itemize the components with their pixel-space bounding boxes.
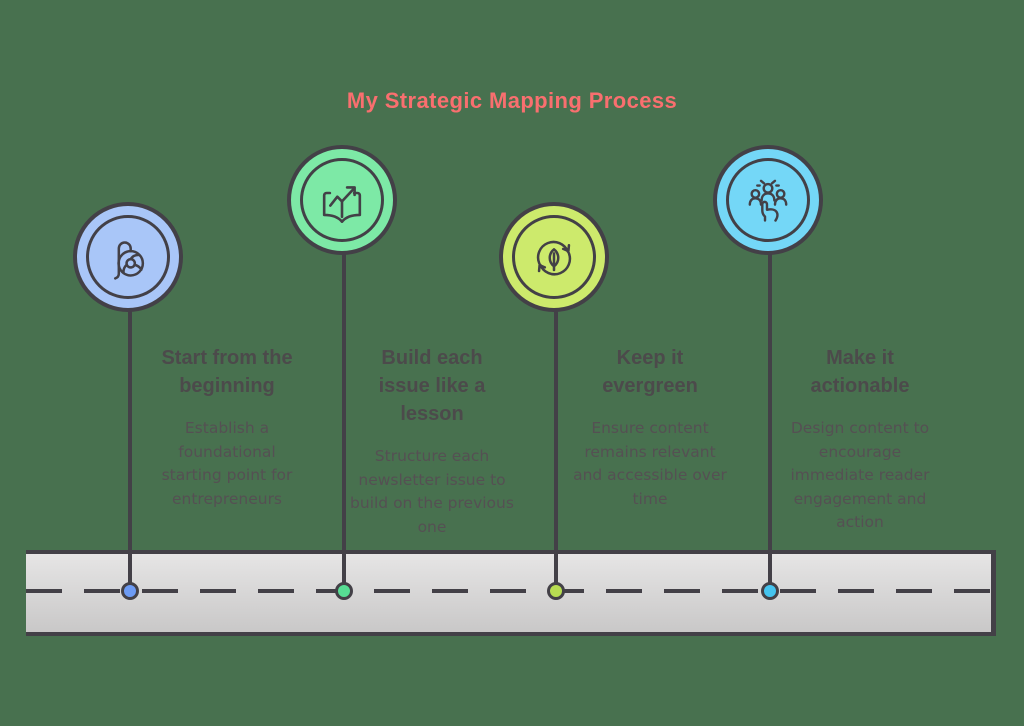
step-description: Establish a foundational starting point … — [161, 419, 293, 508]
audience-action-hand-icon — [726, 158, 810, 242]
step-circle-build — [287, 145, 397, 255]
step-description: Ensure content remains relevant and acce… — [573, 419, 727, 508]
step-description: Structure each newsletter issue to build… — [350, 447, 514, 536]
page-title: My Strategic Mapping Process — [346, 88, 678, 113]
open-book-growth-arrow-icon — [300, 158, 384, 242]
road-center-dashed-line — [26, 589, 991, 593]
road-marker-dot — [761, 582, 779, 600]
step-text-evergreen: Keep it evergreen Ensure content remains… — [560, 344, 740, 511]
connector-line — [342, 252, 346, 593]
road-marker-dot — [547, 582, 565, 600]
step-circle-actionable — [713, 145, 823, 255]
step-title: Keep it evergreen — [602, 347, 698, 397]
step-circle-evergreen — [499, 202, 609, 312]
step-text-actionable: Make it actionable Design content to enc… — [778, 344, 942, 535]
step-text-start: Start from the beginning Establish a fou… — [139, 344, 315, 511]
step-title: Start from the beginning — [161, 347, 293, 397]
connector-line — [768, 252, 772, 593]
step-text-build: Build each issue like a lesson Structure… — [346, 344, 518, 539]
road-marker-dot — [121, 582, 139, 600]
beehiiv-b-logo-icon — [86, 215, 170, 299]
connector-line — [554, 308, 558, 593]
road-marker-dot — [335, 582, 353, 600]
connector-line — [128, 308, 132, 593]
leaf-cycle-icon — [512, 215, 596, 299]
step-description: Design content to encourage immediate re… — [790, 419, 930, 531]
road-band — [26, 550, 996, 636]
step-circle-start — [73, 202, 183, 312]
step-title: Build each issue like a lesson — [378, 347, 486, 425]
step-title: Make it actionable — [810, 347, 910, 397]
